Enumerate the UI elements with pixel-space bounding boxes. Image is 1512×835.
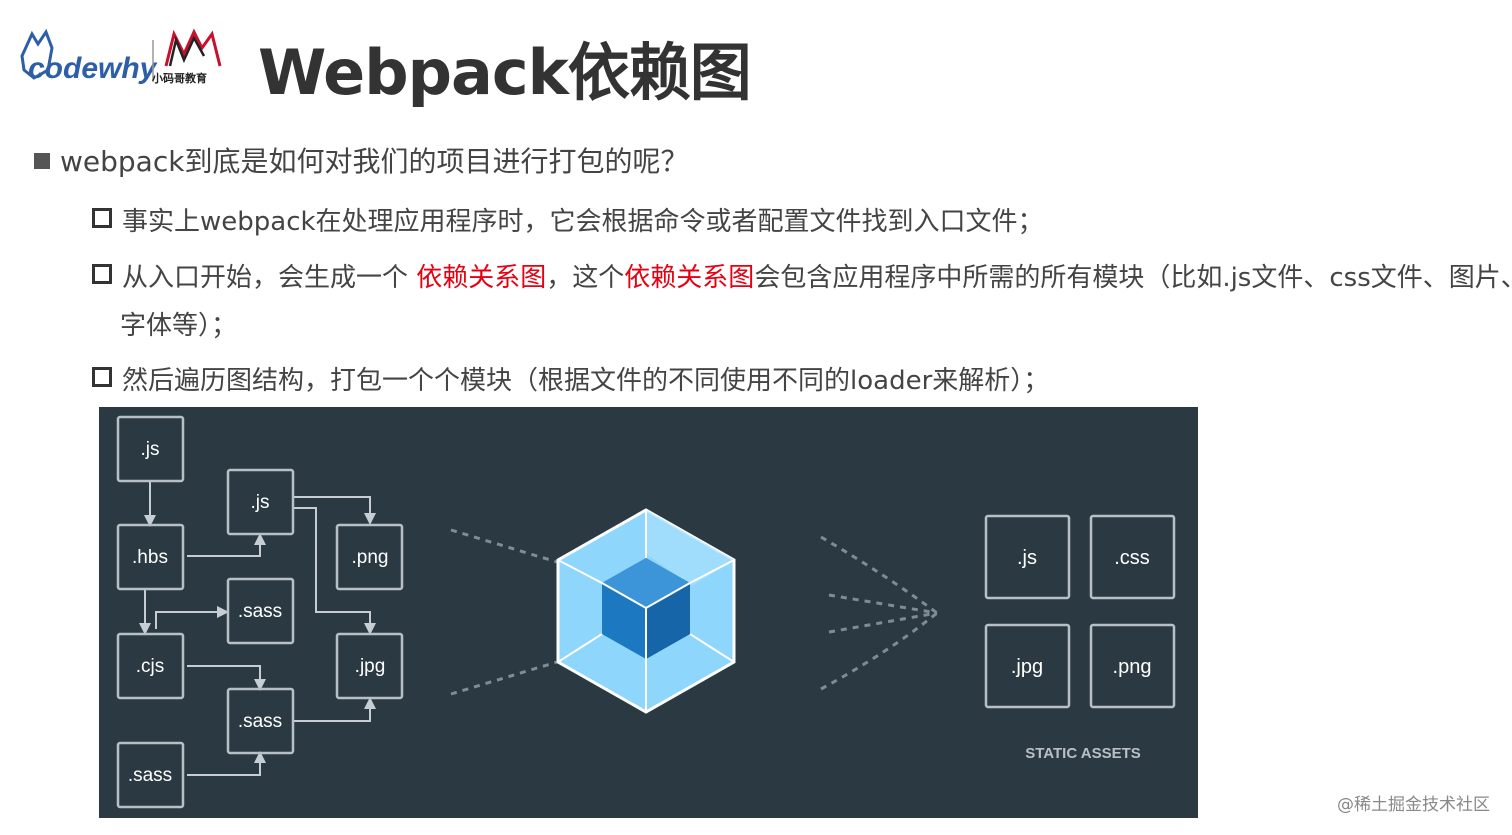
module-box-sass-2 — [226, 687, 295, 755]
sub-bullet-2-continuation: 字体等）； — [120, 311, 238, 341]
hollow-square-bullet-icon — [92, 367, 112, 387]
filled-square-bullet-icon — [34, 153, 50, 169]
webpack-cube-icon — [556, 508, 736, 714]
sub-bullet-2-part2: ，这个 — [546, 263, 625, 293]
edge-hbs-js — [187, 533, 266, 557]
flow-out-3 — [828, 611, 938, 634]
module-box-js — [226, 468, 295, 536]
module-box-sass-3 — [116, 741, 185, 809]
module-label-jpg: .jpg — [355, 656, 386, 677]
flow-in-bottom — [450, 660, 558, 696]
module-box-cjs — [116, 632, 185, 700]
svg-text:codewhy: codewhy — [28, 52, 158, 85]
highlight-dependency-graph: 依赖关系图 — [416, 263, 547, 293]
module-box-hbs — [116, 523, 185, 591]
highlight-dependency-graph-2: 依赖关系图 — [624, 263, 755, 293]
module-box-js-entry — [116, 415, 185, 483]
module-label-hbs: .hbs — [132, 547, 168, 568]
asset-box-png — [1089, 623, 1176, 709]
flow-out-1 — [820, 535, 938, 615]
edge-sass3-sass2 — [187, 751, 266, 776]
edge-js-jpg — [293, 507, 376, 635]
asset-label-png: .png — [1113, 656, 1152, 678]
hollow-square-bullet-icon — [92, 264, 112, 284]
sub-bullet-1-text: 事实上webpack在处理应用程序时，它会根据命令或者配置文件找到入口文件； — [122, 207, 1044, 237]
page-title: Webpack依赖图 — [258, 36, 752, 109]
flow-out-2 — [828, 593, 938, 615]
asset-label-css: .css — [1114, 547, 1150, 569]
module-label-cjs: .cjs — [136, 656, 165, 677]
sub-bullet-2: 从入口开始，会生成一个 依赖关系图，这个依赖关系图会包含应用程序中所需的所有模块… — [92, 257, 1512, 294]
module-label-js-entry: .js — [141, 439, 160, 460]
module-label-sass-3: .sass — [128, 765, 172, 786]
sub-bullet-3: 然后遍历图结构，打包一个个模块（根据文件的不同使用不同的loader来解析）； — [92, 360, 1049, 397]
asset-boxes — [984, 514, 1176, 709]
edge-sass2-jpg — [293, 697, 376, 722]
module-label-sass-2: .sass — [238, 711, 282, 732]
asset-box-jpg — [984, 623, 1071, 709]
module-box-png — [335, 523, 404, 591]
asset-box-css — [1089, 514, 1176, 600]
diagram-canvas: .js .hbs .cjs .sass .js .sass .sass .png… — [116, 415, 1176, 809]
asset-label-jpg: .jpg — [1011, 656, 1043, 678]
graph-edges — [139, 481, 376, 776]
watermark: @稀土掘金技术社区 — [1337, 795, 1490, 815]
edge-cjs-sass2 — [187, 665, 266, 691]
flow-in-top — [450, 528, 558, 564]
module-label-js: .js — [251, 492, 270, 513]
module-box-jpg — [335, 632, 404, 700]
asset-box-js — [984, 514, 1071, 600]
module-box-sass-1 — [226, 577, 295, 645]
sub-bullet-2-part3: 会包含应用程序中所需的所有模块（比如.js文件、css文件、图片、 — [754, 263, 1512, 293]
sub-bullet-2-part1: 从入口开始，会生成一个 — [122, 263, 417, 293]
hollow-square-bullet-icon — [92, 208, 112, 228]
flow-lines — [450, 528, 938, 696]
edge-cjs-sass — [155, 606, 229, 629]
sub-bullet-3-text: 然后遍历图结构，打包一个个模块（根据文件的不同使用不同的loader来解析）； — [122, 366, 1050, 396]
main-bullet: webpack到底是如何对我们的项目进行打包的呢？ — [34, 140, 688, 180]
brand-logo-icon: codewhy — [20, 28, 222, 85]
flow-out-4 — [820, 611, 938, 691]
edge-js-png — [293, 496, 376, 525]
static-assets-caption: STATIC ASSETS — [1025, 745, 1141, 762]
main-question-text: webpack到底是如何对我们的项目进行打包的呢？ — [60, 145, 689, 178]
module-boxes — [116, 415, 404, 809]
brand-logo: codewhy 小码哥教育 — [18, 26, 243, 88]
module-label-png: .png — [352, 547, 389, 568]
brand-right-label: 小码哥教育 — [152, 72, 207, 85]
dependency-graph-diagram: .js .hbs .cjs .sass .js .sass .sass .png… — [99, 407, 1198, 818]
sub-bullet-1: 事实上webpack在处理应用程序时，它会根据命令或者配置文件找到入口文件； — [92, 201, 1044, 238]
asset-label-js: .js — [1017, 547, 1037, 569]
module-label-sass-1: .sass — [238, 601, 282, 622]
